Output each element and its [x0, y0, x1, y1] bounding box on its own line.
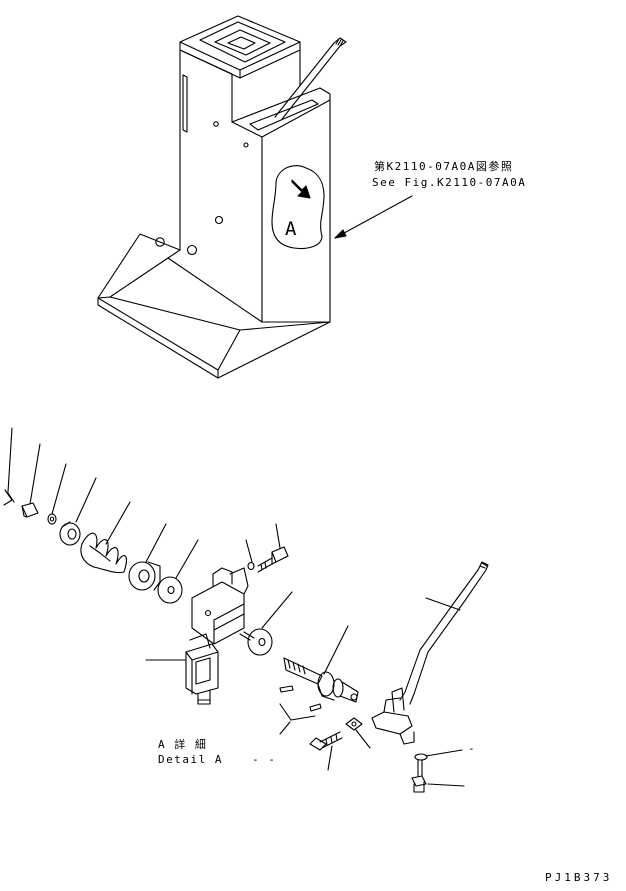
detail-title-jp: A 詳 細 [158, 738, 208, 751]
view-marker-label: A [285, 218, 297, 240]
shift-lever [371, 561, 489, 745]
detail-title-en: Detail A [158, 753, 223, 766]
shaft [283, 657, 359, 703]
reference-note-jp: 第K2110-07A0A図参照 [374, 160, 514, 173]
reference-note-en: See Fig.K2110-07A0A [372, 176, 527, 189]
bracket [191, 567, 255, 645]
exploded-parts [3, 489, 489, 793]
spring [80, 532, 127, 574]
drawing-id: PJ1B373 [545, 871, 613, 884]
trailing-mark: - [468, 742, 477, 755]
console-housing [97, 15, 413, 379]
leader-lines [7, 427, 465, 787]
switch [185, 633, 219, 705]
detail-dashes: - - [252, 753, 277, 766]
